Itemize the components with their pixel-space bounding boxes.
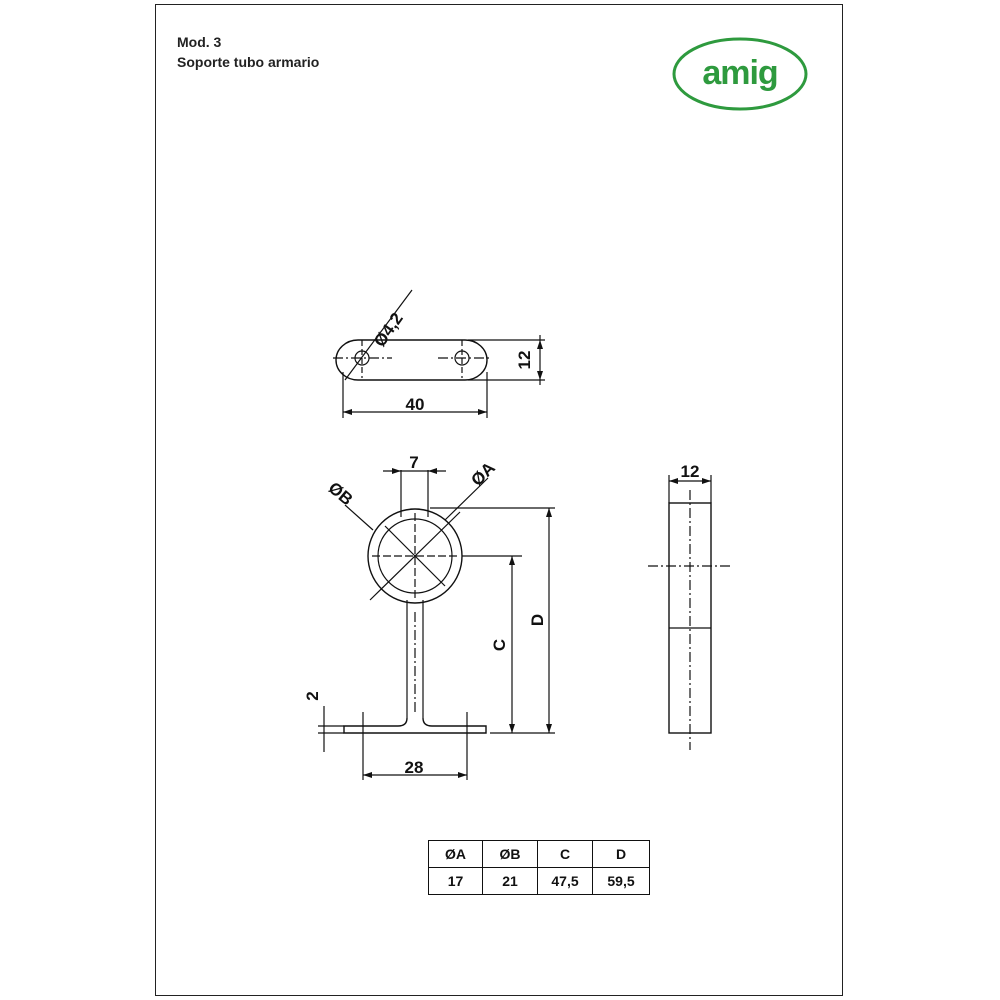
- title-block: Mod. 3 Soporte tubo armario: [177, 32, 319, 72]
- model-number: Mod. 3: [177, 34, 222, 50]
- base-length-label: 28: [405, 758, 424, 777]
- base-thickness-label: 2: [303, 691, 322, 700]
- product-name: Soporte tubo armario: [177, 54, 320, 70]
- spec-value-row: 17 21 47,5 59,5: [428, 867, 650, 895]
- spec-header-cell: C: [537, 840, 593, 868]
- diameter-b-label: ØB: [325, 478, 357, 509]
- side-width-label: 12: [681, 462, 700, 481]
- plate-top-view: [333, 289, 545, 418]
- spec-value-cell: 17: [428, 867, 483, 895]
- support-front-view: [318, 468, 555, 780]
- specification-table: ØA ØB C D 17 21 47,5 59,5: [428, 840, 650, 895]
- height-c-label: C: [490, 639, 509, 651]
- hole-diameter-label: Ø4,2: [370, 309, 407, 350]
- spec-header-cell: ØA: [428, 840, 483, 868]
- spec-value-cell: 47,5: [537, 867, 593, 895]
- drawing-sheet: [155, 4, 843, 996]
- amig-logo: amig: [672, 37, 808, 111]
- diameter-a-label: ØA: [467, 458, 498, 489]
- spec-header-cell: ØB: [482, 840, 538, 868]
- spec-value-cell: 21: [482, 867, 538, 895]
- spec-header-cell: D: [592, 840, 650, 868]
- height-d-label: D: [528, 614, 547, 626]
- spec-header-row: ØA ØB C D: [428, 840, 650, 868]
- plate-length-label: 40: [406, 395, 425, 414]
- slot-width-label: 7: [409, 453, 418, 472]
- logo-text: amig: [702, 54, 777, 92]
- spec-value-cell: 59,5: [592, 867, 650, 895]
- plate-width-label: 12: [515, 351, 534, 370]
- support-side-view: [648, 475, 730, 750]
